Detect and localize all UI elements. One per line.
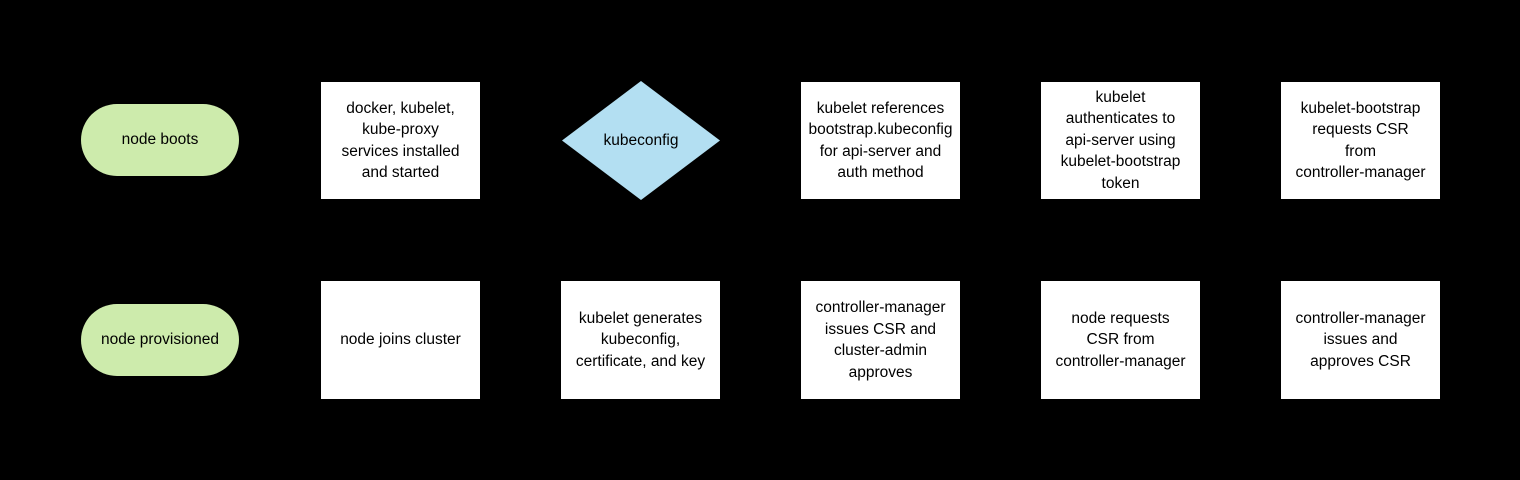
node-label-node-requests-csr: node requests CSR from controller-manage… (1055, 309, 1186, 370)
node-node-joins-cluster[interactable]: node joins cluster (321, 281, 480, 399)
node-kubelet-generates[interactable]: kubelet generates kubeconfig, certificat… (561, 281, 720, 399)
node-label-kubelet-authenticates: kubelet authenticates to api-server usin… (1060, 88, 1181, 192)
node-kubeconfig[interactable]: kubeconfig (562, 81, 720, 200)
node-label-bootstrap-requests-csr: kubelet-bootstrap requests CSR from cont… (1295, 99, 1426, 182)
node-label-kubeconfig: kubeconfig (603, 131, 679, 149)
node-label-kubelet-references: kubelet references bootstrap.kubeconfig … (808, 99, 953, 182)
node-kubelet-authenticates[interactable]: kubelet authenticates to api-server usin… (1041, 82, 1200, 199)
node-cm-issues-approves[interactable]: controller-manager issues and approves C… (1281, 281, 1440, 399)
node-label-cm-issues-csr: controller-manager issues CSR and cluste… (815, 299, 946, 381)
node-node-requests-csr[interactable]: node requests CSR from controller-manage… (1041, 281, 1200, 399)
node-node-boots[interactable]: node boots (81, 104, 239, 176)
node-kubelet-references[interactable]: kubelet references bootstrap.kubeconfig … (801, 82, 960, 199)
node-services-installed[interactable]: docker, kubelet, kube-proxy services ins… (321, 82, 480, 199)
node-cm-issues-csr[interactable]: controller-manager issues CSR and cluste… (801, 281, 960, 399)
node-bootstrap-requests-csr[interactable]: kubelet-bootstrap requests CSR from cont… (1281, 82, 1440, 199)
node-label-node-provisioned: node provisioned (100, 331, 220, 349)
node-node-provisioned[interactable]: node provisioned (81, 304, 239, 376)
node-label-node-boots: node boots (121, 131, 199, 149)
node-label-kubelet-generates: kubelet generates kubeconfig, certificat… (575, 309, 706, 370)
node-label-cm-issues-approves: controller-manager issues and approves C… (1295, 309, 1426, 370)
node-label-services-installed: docker, kubelet, kube-proxy services ins… (341, 99, 460, 182)
node-label-node-joins-cluster: node joins cluster (340, 331, 461, 349)
